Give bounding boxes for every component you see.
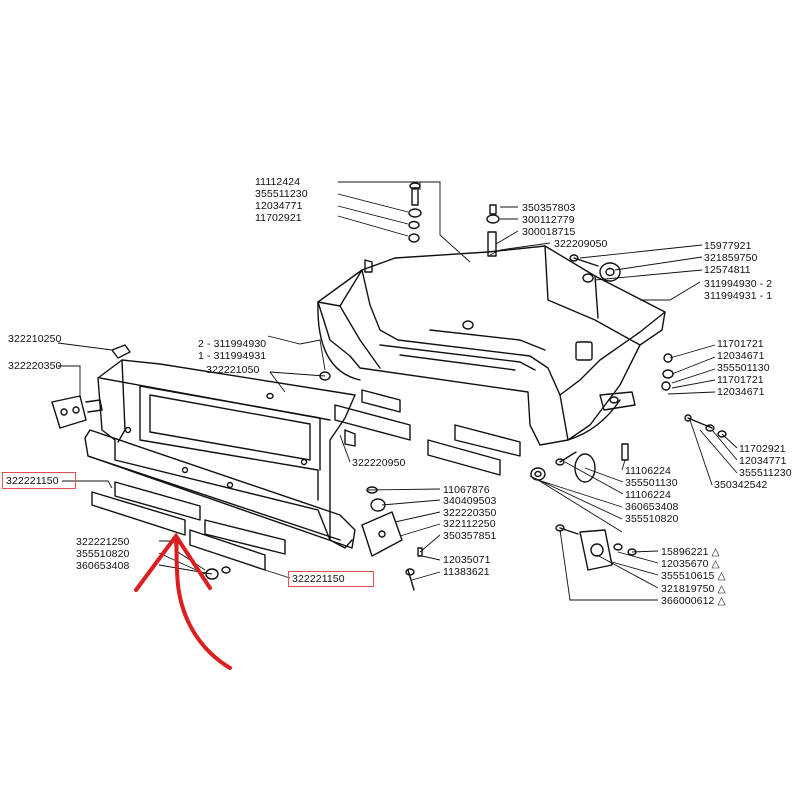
label-322220950: 322220950 — [352, 457, 406, 469]
hardware-parts — [205, 182, 727, 591]
left-bracket — [51, 395, 103, 429]
label-12034671-b: 12034671 — [717, 386, 765, 398]
label-15896221: 15896221 △ — [661, 546, 720, 558]
label-350357851: 350357851 — [443, 530, 497, 542]
label-12034771-top: 12034771 — [255, 200, 303, 212]
red-arrow — [134, 532, 232, 670]
label-11067876: 11067876 — [443, 484, 490, 496]
label-322220350-mid: 322220350 — [443, 507, 497, 519]
label-355510820-right: 355510820 — [625, 513, 679, 525]
label-300018715: 300018715 — [522, 226, 576, 238]
label-311994931-left: 1 - 311994931 — [198, 350, 267, 362]
label-322112250: 322112250 — [443, 518, 496, 530]
label-11702921-top: 11702921 — [255, 212, 302, 224]
label-15977921: 15977921 — [704, 240, 752, 252]
label-322209050: 322209050 — [554, 238, 608, 250]
label-360653408-left: 360653408 — [76, 560, 130, 572]
label-322210250: 322210250 — [8, 333, 62, 345]
label-355511230-top: 355511230 — [255, 188, 308, 200]
label-355501130-right: 355501130 — [717, 362, 770, 374]
label-11112424: 11112424 — [255, 176, 301, 188]
label-355511230-right: 355511230 — [739, 467, 792, 479]
label-11701721-a: 11701721 — [717, 338, 764, 350]
label-12574811: 12574811 — [704, 264, 751, 276]
lower-frame — [84, 344, 356, 549]
label-11701721-b: 11701721 — [717, 374, 764, 386]
label-321819750: 321819750 △ — [661, 583, 726, 595]
label-360653408-right: 360653408 — [625, 501, 679, 513]
label-322221150-bottom: 322221150 — [292, 573, 345, 585]
upper-housing — [317, 245, 666, 446]
label-350357803: 350357803 — [522, 202, 576, 214]
label-12035071: 12035071 — [443, 554, 491, 566]
label-12035670: 12035670 △ — [661, 558, 720, 570]
label-322220350-left: 322220350 — [8, 360, 62, 372]
label-366000612: 366000612 △ — [661, 595, 726, 607]
label-311994930-left: 2 - 311994930 — [198, 338, 267, 350]
highlight-box-left — [2, 472, 76, 489]
label-355510615: 355510615 △ — [661, 570, 726, 582]
label-322221150-left: 322221150 — [6, 475, 59, 487]
label-300112779: 300112779 — [522, 214, 575, 226]
label-322221050: 322221050 — [206, 364, 260, 376]
label-11106224-a: 11106224 — [625, 465, 671, 477]
label-11702921-right: 11702921 — [739, 443, 786, 455]
highlight-box-bottom — [288, 571, 374, 587]
label-311994930-right: 311994930 - 2 — [704, 278, 773, 290]
label-12034771-right: 12034771 — [739, 455, 787, 467]
label-355510820-left: 355510820 — [76, 548, 130, 560]
label-355501130-mid: 355501130 — [625, 477, 678, 489]
label-311994931-right: 311994931 - 1 — [704, 290, 773, 302]
label-11106224-b: 11106224 — [625, 489, 671, 501]
label-12034671-a: 12034671 — [717, 350, 765, 362]
leader-lines — [57, 181, 738, 601]
label-321859750: 321859750 — [704, 252, 758, 264]
label-350342542: 350342542 — [714, 479, 768, 491]
label-340409503: 340409503 — [443, 495, 497, 507]
label-11383621: 11383621 — [443, 566, 490, 578]
label-322221250: 322221250 — [76, 536, 130, 548]
